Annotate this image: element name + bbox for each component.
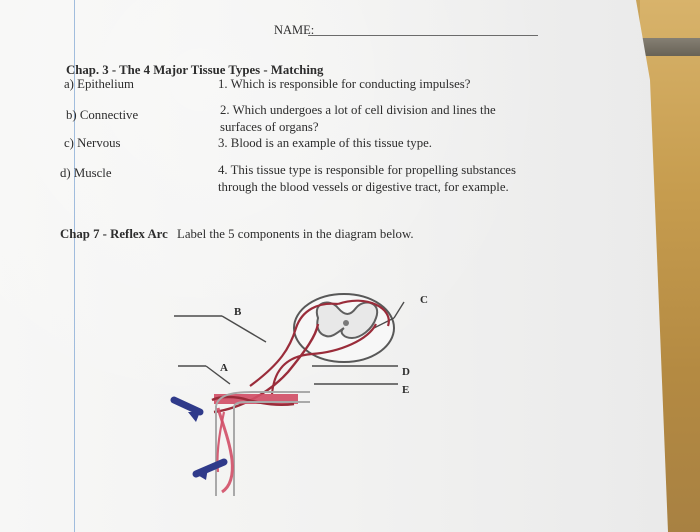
- option-d: d) Muscle: [60, 166, 112, 180]
- limb-upper-edge: [215, 391, 310, 407]
- option-b: b) Connective: [66, 108, 139, 122]
- diagram-label-c: C: [420, 294, 428, 306]
- question-3: 3. Blood is an example of this tissue ty…: [218, 136, 432, 150]
- desk-shadow: [640, 38, 700, 56]
- diagram-label-a: A: [220, 362, 228, 374]
- limb-lower-edge: [233, 401, 310, 407]
- stimulus-arrow-upper: [170, 396, 204, 416]
- stimulus-arrow-upper-head: [188, 412, 200, 422]
- motor-neuron: [270, 323, 377, 395]
- diagram-label-d: D: [402, 366, 410, 378]
- margin-line: [74, 0, 75, 532]
- label-c-leader-up: [393, 301, 405, 319]
- reflex-arc-svg: [170, 293, 405, 496]
- diagram-label-e: E: [402, 384, 410, 396]
- option-c: c) Nervous: [64, 136, 121, 150]
- sensory-neuron: [213, 323, 320, 414]
- reflex-arc-diagram: B A C D E: [162, 284, 454, 496]
- diagram-label-b: B: [234, 306, 242, 318]
- chapter3-title: Chap. 3 - The 4 Major Tissue Types - Mat…: [66, 63, 324, 77]
- muscle-vertical: [216, 407, 234, 494]
- question-2-line-2: surfaces of organs?: [220, 120, 319, 134]
- chapter7-heading: Chap 7 - Reflex Arc Label the 5 componen…: [60, 227, 414, 241]
- muscle-band: [214, 394, 298, 404]
- chapter7-instruction: Label the 5 components in the diagram be…: [177, 227, 414, 241]
- sensory-neuron-branch: [249, 302, 339, 387]
- worksheet-paper: [0, 0, 668, 532]
- name-blank-line: [308, 35, 538, 36]
- label-b-leader: [221, 315, 267, 343]
- question-2-line-1: 2. Which undergoes a lot of cell divisio…: [220, 103, 496, 117]
- question-1: 1. Which is responsible for conducting i…: [218, 77, 471, 91]
- name-label: NAME:: [274, 23, 315, 37]
- chapter7-title: Chap 7 - Reflex Arc: [60, 227, 168, 241]
- question-4-line-2: through the blood vessels or digestive t…: [218, 180, 509, 194]
- question-4-line-1: 4. This tissue type is responsible for p…: [218, 163, 516, 177]
- central-canal: [343, 320, 349, 326]
- label-a-leader: [205, 365, 231, 385]
- label-c-leader: [373, 317, 395, 329]
- option-a: a) Epithelium: [64, 77, 135, 91]
- stimulus-arrow-lower-head: [196, 468, 208, 480]
- interneuron-loop: [337, 299, 390, 327]
